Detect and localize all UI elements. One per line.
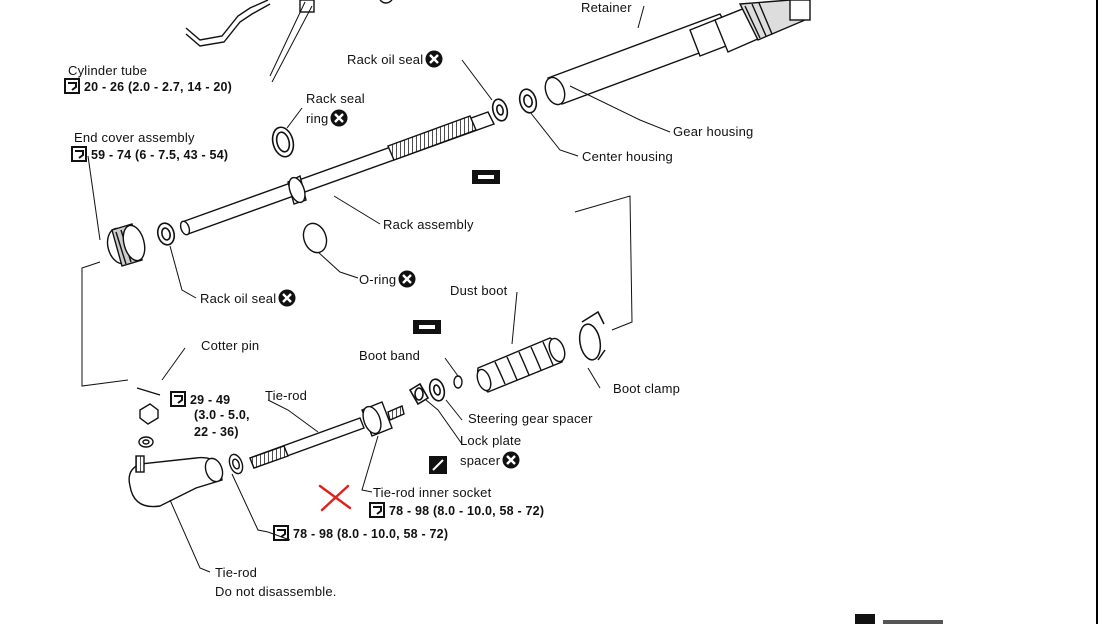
label-rack-oil-seal-bottom: Rack oil seal <box>200 289 296 307</box>
label-cylinder-tube: Cylinder tube <box>68 63 148 78</box>
label-lock-plate-1: Lock plate <box>460 433 522 448</box>
torque-cylinder-tube-text: 20 - 26 (2.0 - 2.7, 14 - 20) <box>84 80 233 94</box>
label-lock-plate-2-text: spacer <box>460 453 501 468</box>
replace-x-icon <box>398 270 416 288</box>
leader-lines <box>87 1 671 573</box>
label-rack-oil-seal-top: Rack oil seal <box>347 50 443 68</box>
label-boot-band: Boot band <box>359 348 421 363</box>
label-tie-rod-inner-socket: Tie-rod inner socket <box>373 485 492 500</box>
label-steering-gear-spacer: Steering gear spacer <box>468 411 593 426</box>
label-rack-assembly: Rack assembly <box>383 217 474 232</box>
label-cotter-pin: Cotter pin <box>201 338 260 353</box>
steering-gear-spacer-part <box>408 378 446 406</box>
torque-wrench-icon <box>170 391 186 407</box>
rack-oil-seal-bottom-part <box>156 222 176 246</box>
torque-end-cover-text: 59 - 74 (6 - 7.5, 43 - 54) <box>91 148 229 162</box>
replace-x-icon <box>330 109 348 127</box>
torque-nut-line1: 29 - 49 <box>170 391 230 407</box>
torque-wrench-icon <box>64 78 80 94</box>
grouping-lines <box>81 195 633 387</box>
label-rack-seal-ring-2: ring <box>306 109 348 127</box>
label-boot-clamp: Boot clamp <box>613 381 681 396</box>
label-rack-seal-ring-2-text: ring <box>306 111 329 126</box>
cylinder-tube-part <box>185 0 393 47</box>
torque-nut-line2: (3.0 - 5.0, <box>194 408 250 422</box>
label-tie-rod-bottom-2: Do not disassemble. <box>215 584 337 599</box>
torque-inner-socket: 78 - 98 (8.0 - 10.0, 58 - 72) <box>369 502 544 518</box>
locking-sealant-icon <box>429 456 447 474</box>
label-rack-oil-seal-top-text: Rack oil seal <box>347 52 424 67</box>
boot-band-part <box>453 375 463 389</box>
label-tie-rod-top: Tie-rod <box>265 388 308 403</box>
torque-locknut: 78 - 98 (8.0 - 10.0, 58 - 72) <box>273 525 448 541</box>
gear-housing-part <box>544 0 811 106</box>
replace-x-icon <box>425 50 443 68</box>
label-tie-rod-bottom-1: Tie-rod <box>215 565 258 580</box>
label-o-ring-text: O-ring <box>359 272 397 287</box>
grease-icon <box>413 320 441 334</box>
torque-cylinder-tube: 20 - 26 (2.0 - 2.7, 14 - 20) <box>64 78 232 94</box>
torque-nut-line3: 22 - 36) <box>194 425 239 439</box>
rack-assembly-part <box>179 111 495 236</box>
cotter-pin-nut-part <box>136 387 161 448</box>
torque-wrench-icon <box>369 502 385 518</box>
tie-rod-part <box>249 401 405 469</box>
label-lock-plate-2: spacer <box>460 451 520 469</box>
label-retainer: Retainer <box>581 0 632 15</box>
dust-boot-part <box>476 337 566 393</box>
rack-oil-seal-top-part <box>491 88 538 122</box>
torque-wrench-icon <box>273 525 289 541</box>
label-center-housing: Center housing <box>582 149 673 164</box>
replace-x-icon <box>502 451 520 469</box>
tie-rod-end-part <box>128 453 244 508</box>
torque-end-cover: 59 - 74 (6 - 7.5, 43 - 54) <box>71 146 228 162</box>
footer-legend-fragment <box>855 614 943 624</box>
end-cover-part <box>106 223 146 267</box>
label-gear-housing: Gear housing <box>673 124 754 139</box>
o-ring-part <box>302 222 328 254</box>
label-rack-oil-seal-bottom-text: Rack oil seal <box>200 291 277 306</box>
torque-nut-line1-text: 29 - 49 <box>190 393 231 407</box>
boot-clamp-part <box>578 310 606 361</box>
torque-wrench-icon <box>71 146 87 162</box>
red-x-annotation <box>318 484 352 512</box>
rack-seal-ring-part <box>271 126 295 158</box>
grease-icon <box>472 170 500 184</box>
label-o-ring: O-ring <box>359 270 416 288</box>
torque-inner-socket-text: 78 - 98 (8.0 - 10.0, 58 - 72) <box>389 504 545 518</box>
torque-locknut-text: 78 - 98 (8.0 - 10.0, 58 - 72) <box>293 527 449 541</box>
label-dust-boot: Dust boot <box>450 283 508 298</box>
label-end-cover-assembly: End cover assembly <box>74 130 195 145</box>
replace-x-icon <box>278 289 296 307</box>
label-rack-seal-ring-1: Rack seal <box>306 91 365 106</box>
